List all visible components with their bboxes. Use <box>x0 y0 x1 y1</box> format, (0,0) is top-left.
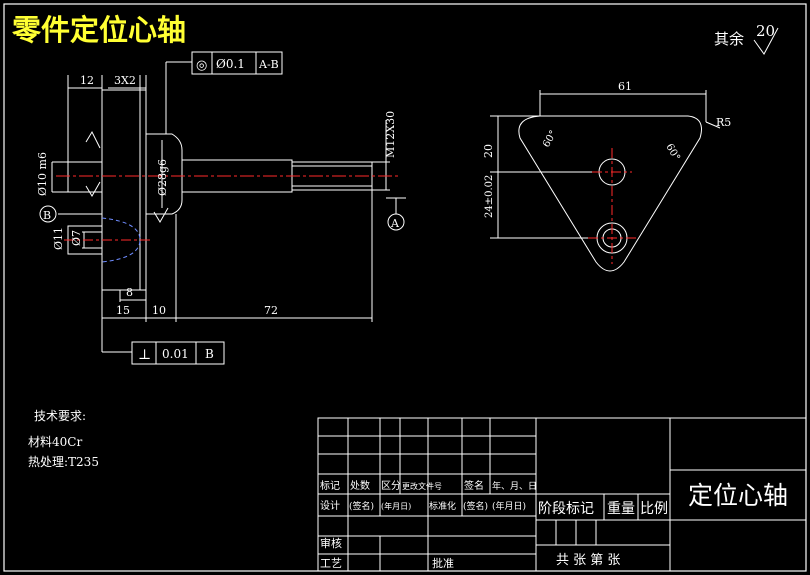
roughness-symbol <box>753 27 779 55</box>
flange-body <box>101 89 147 291</box>
svg-text:更改文件号: 更改文件号 <box>402 481 442 491</box>
remainder-label: 其余 <box>714 30 744 48</box>
angle-right: 60° <box>663 142 681 163</box>
title-block-row1: 标记 处数 区分 更改文件号 签名 年、月、日 <box>320 479 537 492</box>
perpendicularity-datum: B <box>205 347 214 361</box>
svg-text:设计: 设计 <box>320 499 340 512</box>
concentricity-frame: ◎ Ø0.1 A-B <box>191 51 283 75</box>
svg-text:(签名): (签名) <box>349 500 374 512</box>
concentricity-symbol: ◎ <box>196 58 207 73</box>
datum-b-label: B <box>43 209 51 222</box>
process-label: 工艺 <box>320 557 342 570</box>
dim-8: 8 <box>126 286 133 299</box>
plate-view <box>490 90 721 272</box>
concentricity-datum: A-B <box>258 58 279 71</box>
perpendicularity-symbol: ⊥ <box>138 347 151 363</box>
dim-phi28: Ø28g6 <box>156 159 169 196</box>
dim-61: 61 <box>618 80 632 93</box>
review-label: 审核 <box>320 536 342 550</box>
svg-text:(年月日): (年月日) <box>492 500 526 512</box>
dim-10: 10 <box>152 304 166 317</box>
stage-mark-label: 阶段标记 <box>538 501 594 517</box>
svg-text:年、月、日: 年、月、日 <box>492 480 537 492</box>
svg-text:(年月日): (年月日) <box>381 501 411 511</box>
perpendicularity-value: 0.01 <box>162 347 189 361</box>
svg-text:(签名): (签名) <box>463 500 488 512</box>
notes-material: 材料40Cr <box>28 435 82 449</box>
dim-phi10: Ø10 m6 <box>36 152 49 196</box>
svg-text:签名: 签名 <box>464 479 484 492</box>
notes-heat: 热处理:T235 <box>28 455 99 469</box>
dim-r5: R5 <box>716 116 731 129</box>
approve-label: 批准 <box>432 556 454 570</box>
angle-left: 60° <box>541 129 559 150</box>
svg-text:区分: 区分 <box>381 480 401 492</box>
remainder-roughness: 其余 20 <box>714 22 779 55</box>
concentricity-value: Ø0.1 <box>216 57 245 71</box>
dim-3x2: 3X2 <box>114 74 136 87</box>
notes-heading: 技术要求: <box>34 409 86 423</box>
svg-text:标记: 标记 <box>320 480 340 492</box>
dim-72: 72 <box>264 304 278 317</box>
drawing-title: 零件定位心轴 <box>12 13 186 47</box>
perpendicularity-frame: ⊥ 0.01 B <box>131 341 225 365</box>
left-pin <box>67 161 103 193</box>
title-block <box>317 417 807 572</box>
sheets-label: 共 张 第 张 <box>556 553 620 568</box>
datum-b: B <box>39 205 57 223</box>
remainder-value: 20 <box>756 22 775 40</box>
weight-label: 重量 <box>607 501 635 517</box>
dim-phi7: Ø7 <box>70 230 83 246</box>
dim-m12: M12X30 <box>384 111 397 158</box>
plate-centerlines <box>588 148 636 264</box>
scale-label: 比例 <box>640 501 668 517</box>
dim-phi11: Ø11 <box>52 227 65 250</box>
part-name: 定位心轴 <box>688 481 788 510</box>
plate-outline <box>518 115 702 272</box>
title-block-row2: 设计 (签名) (年月日) 标准化 (签名) (年月日) <box>320 499 526 512</box>
dim-24: 24±0.02 <box>484 175 495 218</box>
shaft-view <box>51 61 406 353</box>
datum-a-label: A <box>390 217 400 230</box>
dim-15: 15 <box>116 304 130 317</box>
svg-text:标准化: 标准化 <box>429 500 456 512</box>
dim-12: 12 <box>80 74 94 87</box>
svg-text:处数: 处数 <box>350 479 370 492</box>
dim-20: 20 <box>482 144 495 158</box>
datum-a: A <box>387 213 405 231</box>
